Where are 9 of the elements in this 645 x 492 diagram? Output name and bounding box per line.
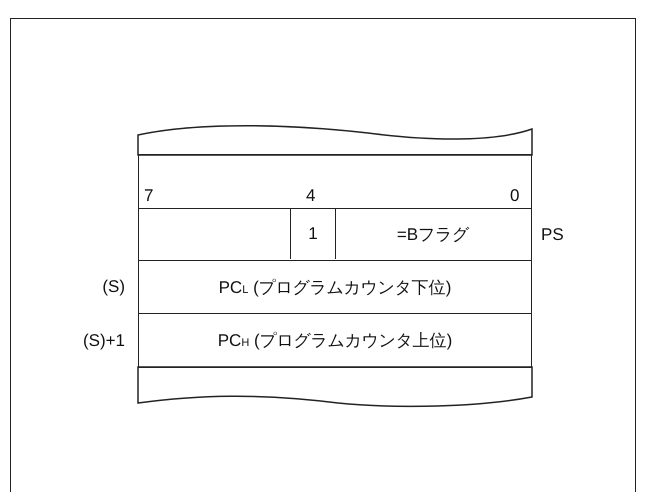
row-label: PS [541, 224, 564, 244]
cell-text: =Bフラグ [396, 224, 470, 246]
stack-row [138, 154, 532, 209]
row-label: (S) [102, 277, 125, 297]
row-label: (S)+1 [82, 330, 125, 350]
cell-text: 1 [308, 224, 318, 244]
bit-number: 7 [144, 186, 154, 206]
bit-number: 4 [306, 186, 316, 206]
bit-number: 0 [510, 186, 520, 206]
